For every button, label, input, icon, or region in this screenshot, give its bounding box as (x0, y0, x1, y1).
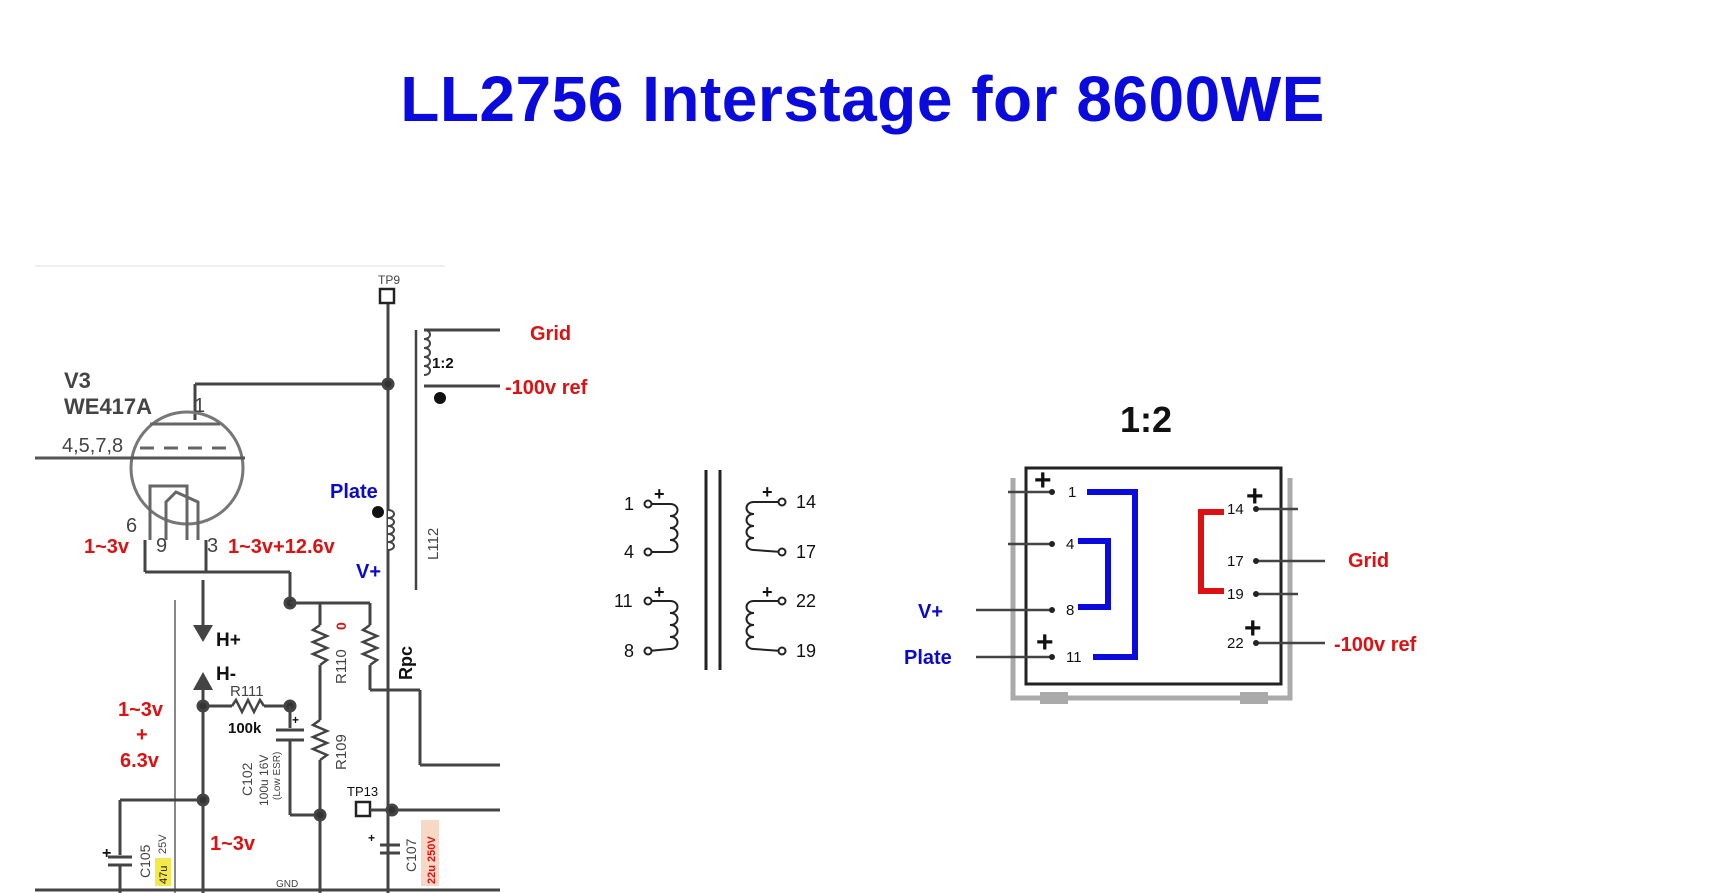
page-title: LL2756 Interstage for 8600WE (400, 63, 1325, 135)
pinout-right-4: 22 (1227, 635, 1244, 652)
pinout-left-1: 1 (1068, 484, 1076, 501)
gnd-label: GND (276, 879, 298, 890)
svg-text:+: + (762, 582, 773, 602)
svg-text:+: + (292, 713, 299, 727)
svg-text:+: + (368, 831, 375, 845)
winding-pin-right-1: 14 (796, 492, 816, 512)
pinout-left-4: 11 (1066, 649, 1082, 666)
pinout-right-3: 19 (1227, 586, 1244, 603)
c107-label: C107 (403, 838, 419, 872)
inductor-label: L112 (425, 528, 442, 560)
schematic-plate-label: Plate (330, 481, 378, 503)
pinout-ratio: 1:2 (1120, 399, 1172, 440)
r110-label: R110 (333, 649, 350, 684)
winding-pin-right-2: 17 (796, 542, 816, 562)
c105-label: C105 (137, 844, 153, 878)
schematic-labels: V3 WE417A 1 4,5,7,8 6 9 3 TP9 1:2 Grid -… (62, 273, 588, 890)
pinout-left-2: 4 (1066, 536, 1074, 553)
c102-value: 100u 16V (257, 755, 271, 806)
schematic-ref-label: -100v ref (505, 377, 588, 399)
c102-label: C102 (239, 762, 255, 796)
c107-value: 22u 250V (426, 836, 438, 884)
tp13-label: TP13 (347, 784, 378, 799)
h-minus-label: H- (216, 664, 236, 685)
c105-voltage: 25V (157, 834, 169, 854)
bottom-voltage: 1~3v (210, 833, 256, 855)
heater-sum-bottom: 6.3v (120, 750, 160, 772)
svg-text:+: + (762, 482, 773, 502)
pinout-right-1: 14 (1227, 501, 1244, 518)
svg-text:+: + (102, 845, 111, 862)
winding-pin-right-3: 22 (796, 591, 816, 611)
pinout-plate-label: Plate (904, 647, 952, 669)
winding-pin-left-4: 8 (624, 641, 634, 661)
winding-diagram (643, 470, 787, 670)
winding-pin-left-2: 4 (624, 542, 634, 562)
schematic-grid-label: Grid (530, 323, 571, 345)
svg-text:+: + (654, 484, 665, 504)
c102-note: (Low ESR) (272, 752, 283, 800)
rpc-label: Rpc (396, 646, 416, 680)
r110-mark: 0 (333, 622, 349, 630)
h-plus-label: H+ (216, 630, 241, 651)
pin-9-label: 9 (156, 535, 167, 557)
winding-pin-left-1: 1 (624, 494, 634, 514)
heater-sum-plus: + (136, 724, 148, 746)
grid-pins-label: 4,5,7,8 (62, 435, 123, 457)
tp9-label: TP9 (378, 273, 400, 287)
amplifier-schematic (35, 265, 500, 893)
tube-ref-label: V3 (64, 368, 91, 393)
svg-text:+: + (1036, 626, 1054, 659)
schematic-vplus-label: V+ (356, 561, 381, 583)
svg-text:+: + (654, 582, 665, 602)
schematic-ratio-label: 1:2 (432, 355, 454, 372)
pinout-vplus-label: V+ (918, 601, 943, 623)
pin-3-label: 3 (207, 535, 218, 557)
pin-1-label: 1 (194, 395, 205, 417)
pinout-ref-label: -100v ref (1334, 634, 1417, 656)
pinout-diagram: 1:2 (904, 399, 1417, 704)
c105-value: 47u (158, 866, 170, 884)
r111-value: 100k (228, 720, 262, 737)
heater-left-voltage: 1~3v (84, 536, 130, 558)
winding-pin-labels: 1 4 11 8 14 17 22 19 + + + + (614, 482, 816, 661)
pinout-left-3: 8 (1066, 602, 1074, 619)
r109-label: R109 (333, 734, 350, 770)
svg-text:+: + (1034, 464, 1052, 497)
winding-pin-left-3: 11 (614, 591, 633, 611)
winding-pin-right-4: 19 (796, 641, 816, 661)
tube-type-label: WE417A (64, 394, 152, 419)
heater-sum-top: 1~3v (118, 699, 164, 721)
svg-text:+: + (1246, 480, 1264, 513)
heater-right-voltage: 1~3v+12.6v (228, 536, 336, 558)
r111-label: R111 (230, 683, 264, 700)
c107-value-highlight (421, 820, 439, 886)
svg-text:+: + (1244, 612, 1262, 645)
pin-6-label: 6 (126, 515, 137, 537)
pinout-right-2: 17 (1227, 553, 1244, 570)
c105-value-highlight (155, 858, 171, 886)
pinout-grid-label: Grid (1348, 550, 1389, 572)
